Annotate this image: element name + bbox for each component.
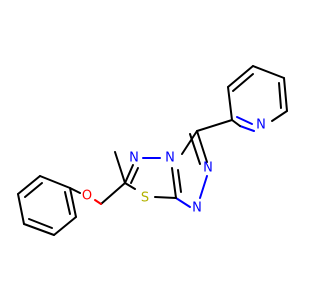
bond xyxy=(199,175,208,199)
bond xyxy=(69,187,81,194)
bond xyxy=(17,175,41,195)
bond xyxy=(124,164,134,184)
bond xyxy=(114,151,126,184)
ethoxy-linker xyxy=(69,151,126,205)
bond xyxy=(227,65,254,88)
bond xyxy=(231,119,241,127)
bond xyxy=(39,175,71,189)
bond xyxy=(124,182,136,190)
triazole-ring xyxy=(171,119,233,208)
thiadiazole-n-label: N xyxy=(129,151,139,166)
molecule-structure: N N N N N S O xyxy=(0,0,300,300)
triazole-n1-label: N xyxy=(203,161,213,176)
bond xyxy=(69,187,77,218)
bond xyxy=(154,196,177,199)
thiadiazole-ring xyxy=(124,157,177,199)
bond xyxy=(177,169,182,193)
bond xyxy=(23,223,55,236)
molecule-canvas: N N N N N S O xyxy=(0,0,300,300)
bond xyxy=(227,86,233,121)
bond xyxy=(271,110,288,122)
bond xyxy=(130,167,139,184)
bond xyxy=(283,77,288,112)
phenyl-ring xyxy=(17,175,77,236)
bond xyxy=(94,199,102,205)
bond xyxy=(100,182,126,205)
bond xyxy=(64,191,71,215)
bond xyxy=(181,130,198,155)
triazole-n2-label: N xyxy=(192,201,202,216)
bond xyxy=(278,82,282,109)
bond xyxy=(53,216,77,236)
background xyxy=(0,0,300,300)
bridge-n-label: N xyxy=(165,151,175,166)
bond xyxy=(196,119,233,132)
oxygen-label: O xyxy=(82,189,92,204)
bond xyxy=(196,130,208,163)
pyridine-n-label: N xyxy=(256,118,266,133)
bond xyxy=(189,133,201,165)
pyridine-ring xyxy=(227,65,288,132)
bond xyxy=(28,218,53,229)
bond xyxy=(236,116,253,125)
bond xyxy=(17,193,25,225)
bond xyxy=(171,167,177,199)
bond xyxy=(239,125,255,132)
bond xyxy=(252,65,285,79)
bond xyxy=(24,182,43,198)
bond xyxy=(232,73,254,92)
sulfur-label: S xyxy=(141,191,149,206)
bond xyxy=(175,197,191,208)
